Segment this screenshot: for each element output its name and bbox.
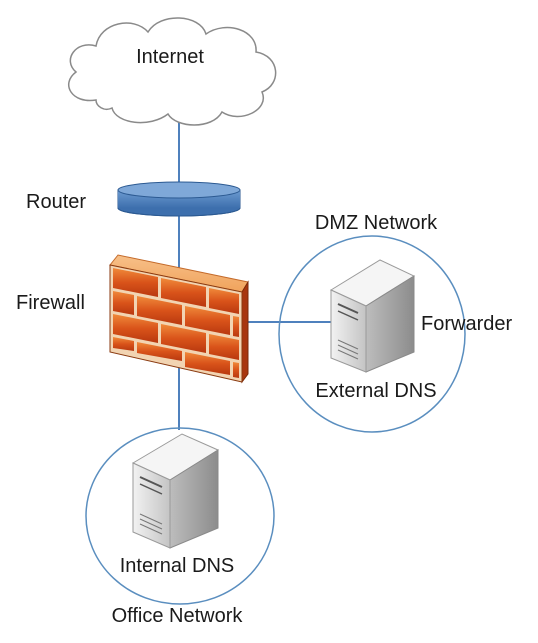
- server-tower-icon: [131, 433, 220, 549]
- office-network-zone: [85, 427, 275, 605]
- office-network-label: Office Network: [112, 605, 244, 627]
- internal-dns-label: Internal DNS: [120, 555, 235, 577]
- connection-links: [178, 118, 332, 430]
- forwarder-label: Forwarder: [421, 313, 512, 335]
- internet-label: Internet: [136, 46, 204, 68]
- external-dns-label: External DNS: [315, 380, 436, 402]
- router-icon: [117, 181, 241, 217]
- dmz-network-zone: [278, 235, 466, 433]
- dmz-network-label: DMZ Network: [315, 212, 438, 234]
- router-label: Router: [26, 191, 86, 213]
- brick-wall-icon: [109, 254, 249, 384]
- firewall-label: Firewall: [16, 292, 85, 314]
- cloud-icon: [67, 17, 277, 126]
- server-tower-icon: [329, 259, 416, 373]
